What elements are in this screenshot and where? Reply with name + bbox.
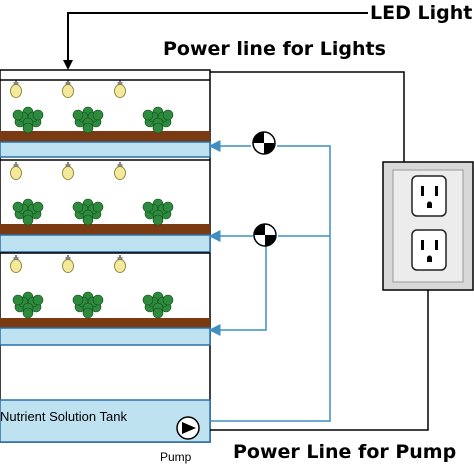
power-outlet-icon[interactable] [382, 161, 474, 291]
nutrient-channel [0, 141, 211, 158]
power-line-pump [210, 290, 429, 431]
plant-icon [72, 291, 104, 319]
valve-icon[interactable] [253, 223, 277, 247]
soil-bed [0, 131, 210, 142]
power-line-pump-label: Power Line for Pump [233, 441, 457, 463]
led-bulb-icon [114, 255, 126, 273]
led-lights-label: LED Light [370, 2, 473, 24]
valve-icon[interactable] [252, 131, 276, 155]
nutrient-tank-label: Nutrient Solution Tank [0, 409, 127, 424]
soil-bed [0, 224, 210, 235]
nutrient-channel [0, 327, 211, 346]
plant-icon [142, 291, 174, 319]
led-indicator-wire [67, 12, 368, 66]
plant-icon [72, 106, 104, 134]
led-bulb-icon [114, 162, 126, 180]
led-indicator-arrowhead [63, 60, 73, 70]
led-bulb-icon [10, 162, 22, 180]
plants [12, 106, 174, 319]
power-line-lights [210, 71, 405, 162]
led-bulb-icon [62, 162, 74, 180]
plant-icon [12, 291, 44, 319]
plant-icon [72, 198, 104, 226]
plant-icon [12, 106, 44, 134]
led-bulbs [10, 80, 126, 273]
led-bulb-icon [114, 80, 126, 98]
valve-control-wire [230, 246, 267, 331]
plant-icon [142, 198, 174, 226]
plant-icon [142, 106, 174, 134]
nutrient-tank [0, 399, 211, 443]
soil-bed [0, 318, 210, 328]
shelf-3 [0, 252, 211, 346]
led-bulb-icon [62, 80, 74, 98]
plant-icon [12, 198, 44, 226]
shelf-2 [0, 159, 211, 253]
pump-icon[interactable] [176, 416, 200, 440]
led-bulb-icon [62, 255, 74, 273]
feed-pipes [208, 140, 331, 422]
led-bulb-icon [10, 255, 22, 273]
pump-label: Pump [160, 450, 192, 464]
nutrient-channel [0, 234, 211, 253]
power-line-lights-label: Power line for Lights [163, 38, 386, 60]
led-bulb-icon [10, 80, 22, 98]
